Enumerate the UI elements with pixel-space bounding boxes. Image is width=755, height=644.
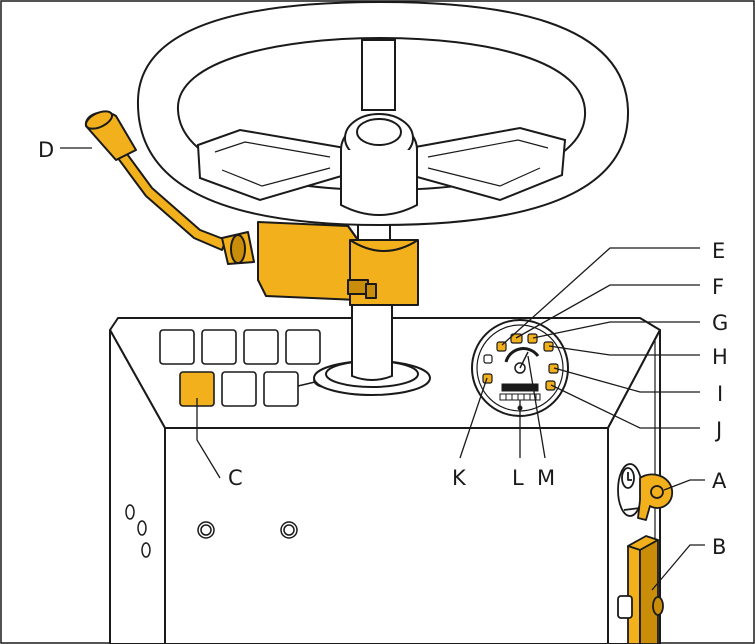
instrument-cluster: [471, 319, 569, 417]
label-e: E: [712, 239, 725, 263]
switch-panel: [159, 329, 337, 407]
label-a: A: [712, 469, 727, 493]
lamp-g: [527, 333, 538, 344]
label-k: K: [452, 466, 467, 490]
indicator-lamps: [482, 333, 559, 391]
switch-7[interactable]: [263, 371, 299, 407]
label-d: D: [38, 138, 54, 162]
hand-brake-lever[interactable]: [617, 535, 664, 644]
switch-1[interactable]: [159, 329, 195, 365]
hour-meter-bar: [499, 393, 541, 401]
direction-lever[interactable]: [83, 108, 419, 306]
switch-4[interactable]: [285, 329, 321, 365]
label-c: C: [228, 466, 243, 490]
lamp-j: [545, 380, 556, 391]
side-bolts: [125, 504, 298, 558]
label-h: H: [712, 345, 728, 369]
label-i: I: [717, 382, 723, 406]
switch-2[interactable]: [201, 329, 237, 365]
label-f: F: [712, 275, 724, 299]
label-m: M: [537, 466, 555, 490]
label-b: B: [712, 535, 726, 559]
label-g: G: [712, 311, 728, 335]
callout-labels: D C E F G H I J K L M A B: [38, 138, 728, 559]
switch-3[interactable]: [243, 329, 279, 365]
gauge-arc: [504, 347, 540, 363]
ignition-key[interactable]: [617, 463, 673, 521]
steering-wheel[interactable]: [136, 0, 630, 227]
label-l: L: [512, 466, 524, 490]
label-j: J: [714, 418, 722, 442]
leader-lines: [60, 147, 705, 591]
gauge-needle: [519, 351, 529, 369]
switch-6[interactable]: [221, 371, 257, 407]
lamp-white: [483, 354, 493, 364]
hour-meter-display: [501, 383, 539, 392]
